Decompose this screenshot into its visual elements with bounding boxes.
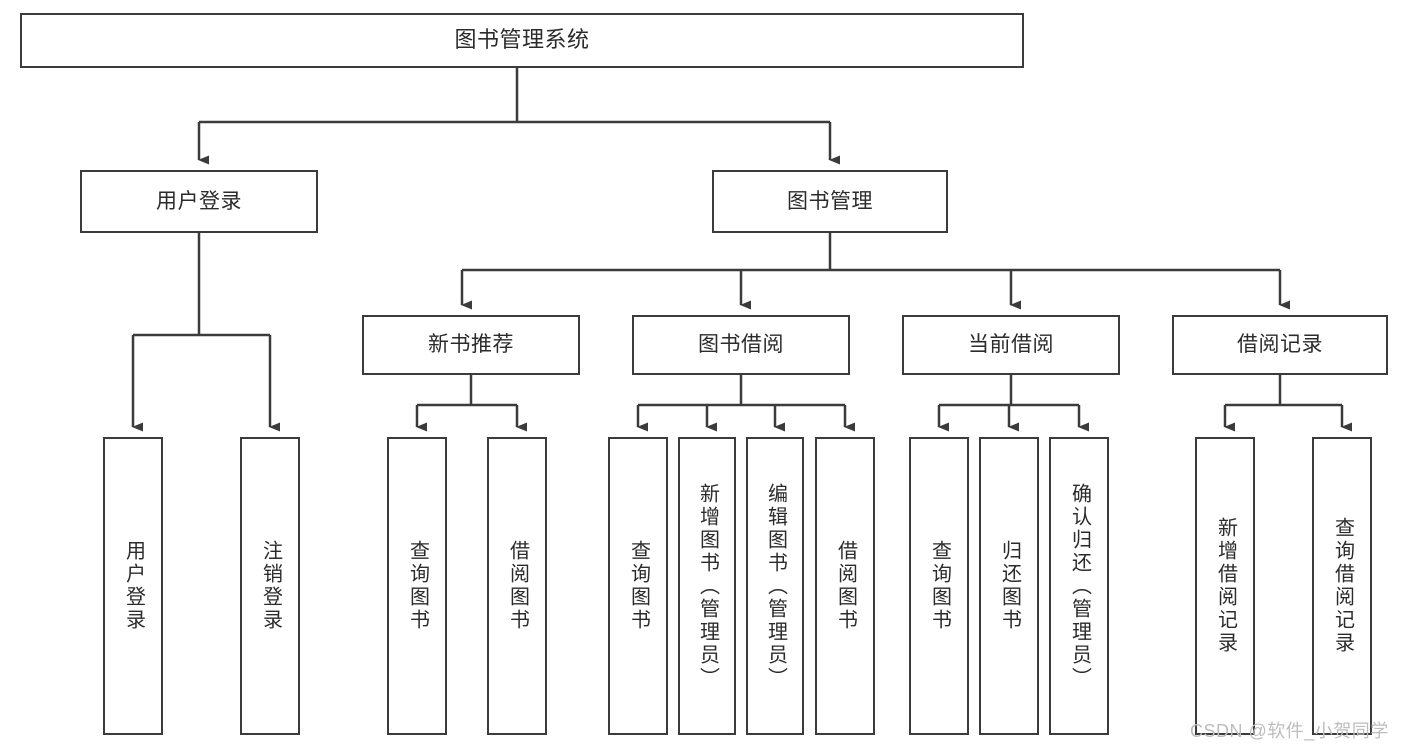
node-label: 用户登录: [122, 540, 145, 632]
node-label: 注销登录: [259, 540, 282, 632]
node-leaf-current-borrow-return[interactable]: 归还图书: [979, 437, 1039, 735]
node-book-borrow[interactable]: 图书借阅: [632, 315, 850, 375]
node-label: 查询借阅记录: [1331, 517, 1354, 655]
node-label: 借阅记录: [1237, 333, 1323, 357]
node-root-system[interactable]: 图书管理系统: [20, 13, 1024, 68]
node-label: 查询图书: [406, 540, 429, 632]
node-label: 新书推荐: [428, 333, 514, 357]
node-book-manage[interactable]: 图书管理: [712, 170, 948, 233]
node-leaf-book-borrow-borrow[interactable]: 借阅图书: [815, 437, 875, 735]
node-label: 用户登录: [156, 189, 242, 213]
node-new-book-recommend[interactable]: 新书推荐: [362, 315, 580, 375]
node-leaf-book-borrow-edit[interactable]: 编辑图书（管理员）: [746, 437, 804, 735]
node-label: 查询图书: [928, 540, 951, 632]
node-current-borrow[interactable]: 当前借阅: [902, 315, 1120, 375]
node-label: 编辑图书（管理员）: [764, 482, 787, 690]
node-borrow-record[interactable]: 借阅记录: [1172, 315, 1388, 375]
node-label: 确认归还（管理员）: [1068, 482, 1091, 690]
node-leaf-borrow-record-add[interactable]: 新增借阅记录: [1195, 437, 1255, 735]
node-label: 新增借阅记录: [1214, 517, 1237, 655]
node-leaf-book-borrow-query[interactable]: 查询图书: [608, 437, 668, 735]
node-leaf-new-book-query[interactable]: 查询图书: [387, 437, 447, 735]
watermark-text: CSDN @软件_小贺同学: [1190, 721, 1389, 741]
node-label: 当前借阅: [968, 333, 1054, 357]
node-leaf-current-borrow-confirm[interactable]: 确认归还（管理员）: [1049, 437, 1109, 735]
node-label: 图书管理: [787, 189, 873, 213]
node-user-login[interactable]: 用户登录: [80, 170, 318, 233]
node-leaf-borrow-record-query[interactable]: 查询借阅记录: [1312, 437, 1372, 735]
node-leaf-user-login-login[interactable]: 用户登录: [103, 437, 163, 735]
node-leaf-user-login-logout[interactable]: 注销登录: [240, 437, 300, 735]
node-leaf-current-borrow-query[interactable]: 查询图书: [909, 437, 969, 735]
node-label: 借阅图书: [506, 540, 529, 632]
node-leaf-new-book-borrow[interactable]: 借阅图书: [487, 437, 547, 735]
node-label: 查询图书: [627, 540, 650, 632]
node-label: 归还图书: [998, 540, 1021, 632]
node-label: 图书管理系统: [454, 27, 590, 53]
node-leaf-book-borrow-add[interactable]: 新增图书（管理员）: [678, 437, 736, 735]
node-label: 新增图书（管理员）: [696, 482, 719, 690]
node-label: 借阅图书: [834, 540, 857, 632]
node-label: 图书借阅: [698, 333, 784, 357]
